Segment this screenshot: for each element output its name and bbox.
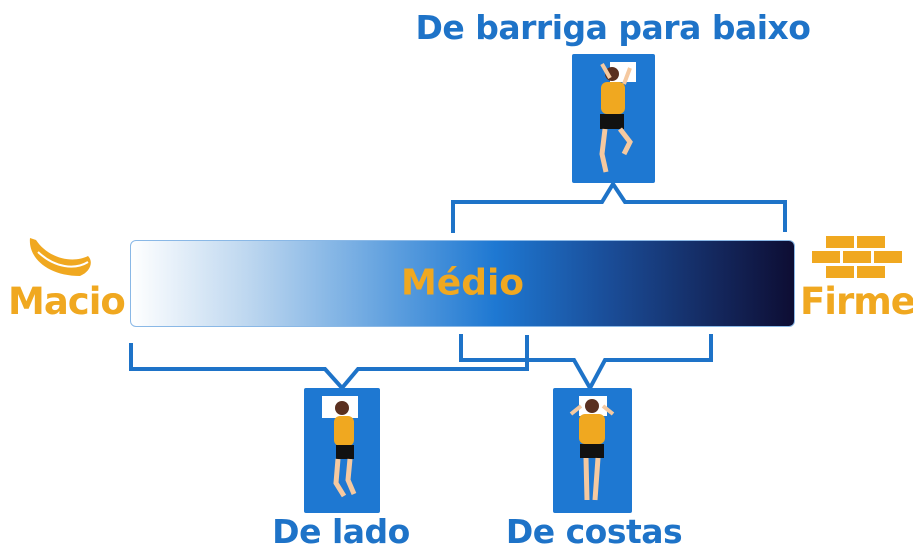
label-soft: Macio (8, 280, 126, 323)
bracket-top (451, 180, 787, 233)
label-medium: Médio (400, 262, 525, 304)
side-sleeper-icon (322, 396, 358, 498)
bracket-bottom-right (459, 334, 713, 393)
mattress-stomach-sleeper (572, 54, 655, 183)
back-sleeper-icon (569, 396, 615, 501)
mattress-side-sleeper (304, 388, 380, 513)
title-stomach-sleeper: De barriga para baixo (415, 8, 811, 47)
label-side-sleeper: De lado (272, 512, 410, 551)
stomach-sleeper-icon (599, 62, 636, 173)
firmness-scale-bar: Médio (130, 240, 795, 327)
label-firm: Firme (800, 280, 913, 323)
mattress-back-sleeper (553, 388, 632, 513)
label-back-sleeper: De costas (505, 512, 683, 551)
